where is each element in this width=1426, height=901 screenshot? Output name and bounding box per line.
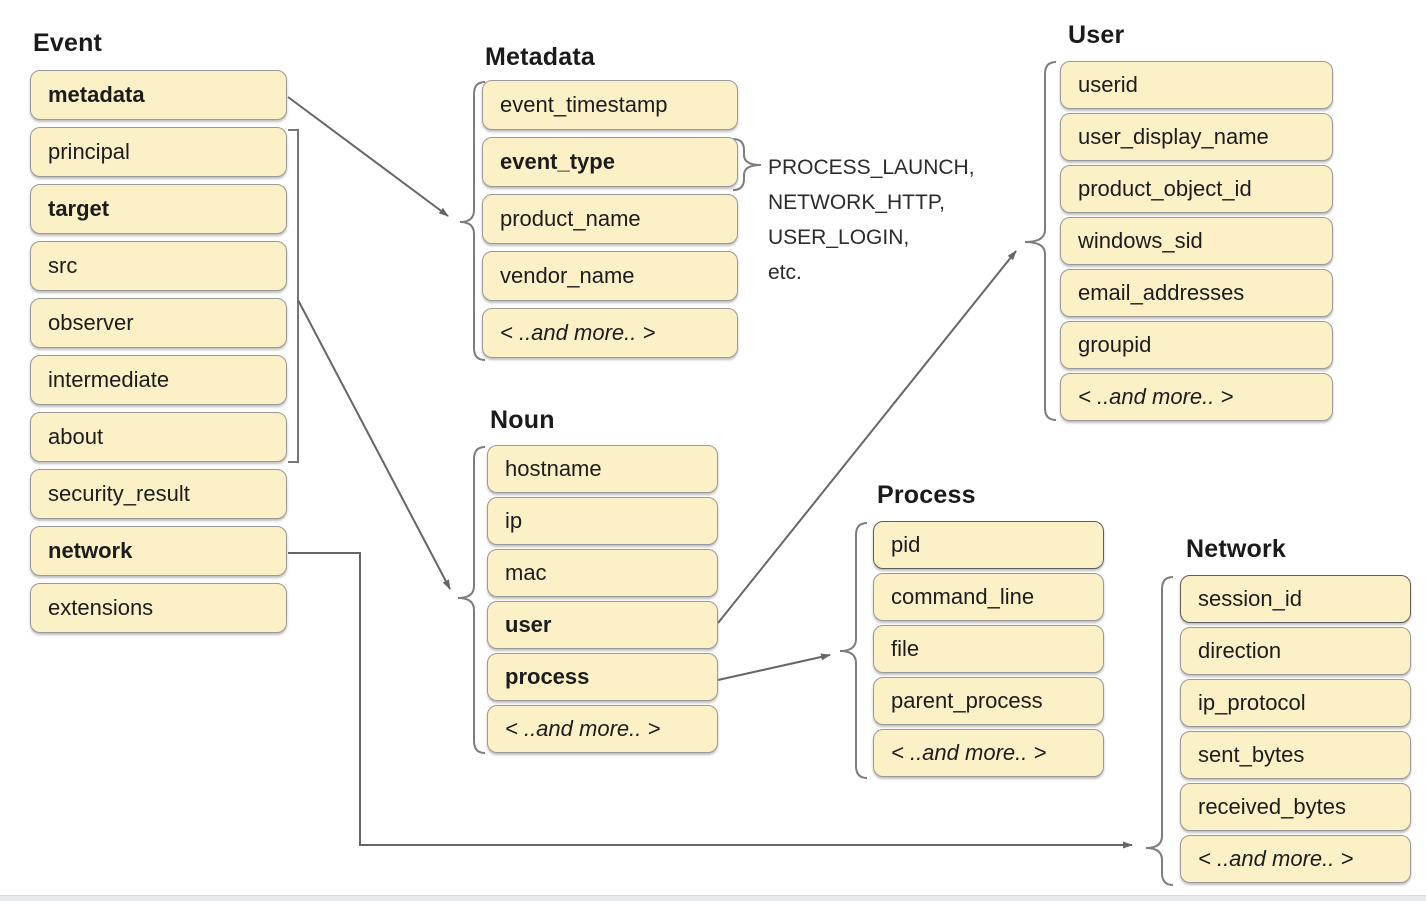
event-field-extensions: extensions — [30, 583, 287, 633]
metadata-field-event-timestamp: event_timestamp — [482, 80, 738, 130]
network-field-ip-protocol: ip_protocol — [1180, 679, 1411, 727]
network-field-list: session_id direction ip_protocol sent_by… — [1180, 575, 1411, 883]
noun-group-brace — [457, 446, 486, 754]
metadata-group-title: Metadata — [485, 43, 595, 71]
user-field-email-addresses: email_addresses — [1060, 269, 1333, 317]
process-group-title: Process — [877, 481, 976, 509]
noun-field-list: hostname ip mac user process < ..and mor… — [487, 445, 718, 753]
user-group-brace — [1024, 61, 1057, 421]
user-field-windows-sid: windows_sid — [1060, 217, 1333, 265]
metadata-group: Metadata event_timestamp event_type prod… — [482, 42, 738, 358]
network-field-session-id: session_id — [1180, 575, 1411, 623]
noun-field-process: process — [487, 653, 718, 701]
event-field-target: target — [30, 184, 287, 234]
user-field-and-more: < ..and more.. > — [1060, 373, 1333, 421]
event-type-example-line: etc. — [768, 261, 802, 284]
process-group-brace — [839, 522, 868, 779]
network-field-sent-bytes: sent_bytes — [1180, 731, 1411, 779]
event-group-title: Event — [33, 29, 103, 57]
user-field-product-object-id: product_object_id — [1060, 165, 1333, 213]
network-group: Network session_id direction ip_protocol… — [1180, 534, 1411, 883]
network-field-and-more: < ..and more.. > — [1180, 835, 1411, 883]
process-field-list: pid command_line file parent_process < .… — [873, 521, 1104, 777]
event-type-example-line: PROCESS_LAUNCH, — [768, 156, 975, 179]
noun-field-ip: ip — [487, 497, 718, 545]
network-field-direction: direction — [1180, 627, 1411, 675]
event-nouns-bracket — [288, 129, 299, 463]
arrow-nouns-to-noun-group — [297, 299, 451, 590]
user-field-user-display-name: user_display_name — [1060, 113, 1333, 161]
network-group-brace — [1145, 576, 1174, 886]
user-field-groupid: groupid — [1060, 321, 1333, 369]
user-field-userid: userid — [1060, 61, 1333, 109]
event-group: Event metadata principal target src obse… — [30, 28, 287, 633]
noun-field-user: user — [487, 601, 718, 649]
metadata-field-and-more: < ..and more.. > — [482, 308, 738, 358]
event-field-observer: observer — [30, 298, 287, 348]
noun-group: Noun hostname ip mac user process < ..an… — [487, 405, 718, 753]
event-field-about: about — [30, 412, 287, 462]
metadata-field-event-type: event_type — [482, 137, 738, 187]
event-field-src: src — [30, 241, 287, 291]
noun-field-and-more: < ..and more.. > — [487, 705, 718, 753]
noun-group-title: Noun — [490, 406, 555, 434]
noun-field-mac: mac — [487, 549, 718, 597]
process-field-and-more: < ..and more.. > — [873, 729, 1104, 777]
metadata-field-product-name: product_name — [482, 194, 738, 244]
process-field-file: file — [873, 625, 1104, 673]
metadata-field-list: event_timestamp event_type product_name … — [482, 80, 738, 358]
network-group-title: Network — [1186, 535, 1287, 563]
event-field-list: metadata principal target src observer i… — [30, 70, 287, 633]
process-field-parent-process: parent_process — [873, 677, 1104, 725]
event-field-intermediate: intermediate — [30, 355, 287, 405]
process-group: Process pid command_line file parent_pro… — [873, 480, 1104, 777]
network-field-received-bytes: received_bytes — [1180, 783, 1411, 831]
metadata-field-vendor-name: vendor_name — [482, 251, 738, 301]
event-field-network: network — [30, 526, 287, 576]
arrow-process-to-process-group — [717, 653, 831, 681]
user-group-title: User — [1068, 21, 1125, 49]
user-field-list: userid user_display_name product_object_… — [1060, 61, 1333, 421]
noun-field-hostname: hostname — [487, 445, 718, 493]
user-group: User userid user_display_name product_ob… — [1060, 20, 1333, 421]
event-field-security-result: security_result — [30, 469, 287, 519]
event-type-examples: PROCESS_LAUNCH, NETWORK_HTTP, USER_LOGIN… — [768, 150, 975, 290]
process-field-command-line: command_line — [873, 573, 1104, 621]
bottom-divider-bar — [0, 895, 1426, 901]
event-field-principal: principal — [30, 127, 287, 177]
arrow-metadata-to-metadata-group — [287, 96, 449, 217]
process-field-pid: pid — [873, 521, 1104, 569]
event-field-metadata: metadata — [30, 70, 287, 120]
event-type-example-line: USER_LOGIN, — [768, 226, 910, 249]
event-type-example-line: NETWORK_HTTP, — [768, 191, 945, 214]
